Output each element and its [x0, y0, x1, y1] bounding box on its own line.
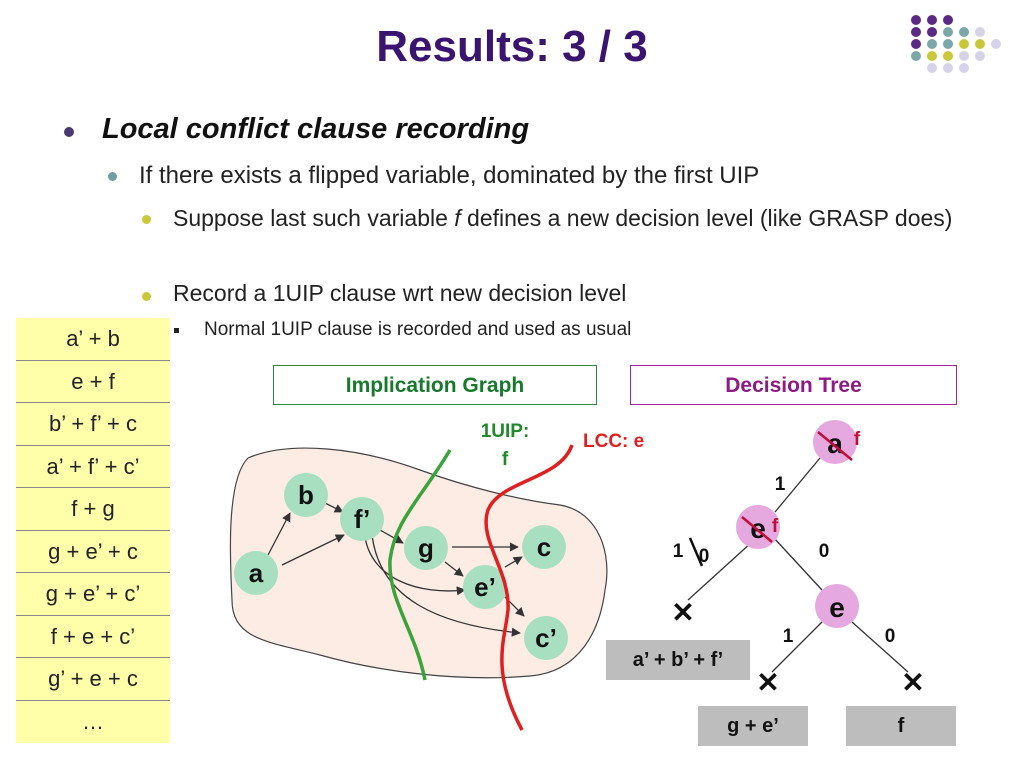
node-c-prime-label: c’ — [535, 623, 557, 653]
variable-f: f — [454, 205, 461, 231]
learned-clause-box: g + e’ — [698, 706, 808, 746]
dt-edge-label: 1 — [783, 626, 794, 647]
clause-row: g + e’ + c — [16, 531, 170, 573]
uip-label-2: f — [502, 449, 509, 470]
node-f-prime-label: f’ — [354, 504, 370, 534]
conflict-x-icon: ✕ — [901, 667, 924, 698]
clause-row: … — [82, 708, 104, 734]
bullet-level3b-text: Record a 1UIP clause wrt new decision le… — [173, 280, 627, 306]
clause-row: f + e + c’ — [16, 616, 170, 658]
dt-edge-label: 0 — [699, 546, 710, 567]
bullet-dot-icon — [108, 172, 117, 181]
node-e-prime-label: e’ — [474, 572, 496, 602]
decision-tree-header: Decision Tree — [630, 365, 957, 405]
node-e-prime — [463, 565, 507, 609]
uip-cut-line — [388, 449, 452, 681]
clause-row: g’ + e + c — [16, 658, 170, 701]
node-a-label: a — [249, 558, 264, 588]
bullet-level1: Local conflict clause recording — [64, 113, 529, 146]
learned-clause-box: f — [846, 706, 956, 746]
node-b — [284, 473, 328, 517]
bullet-dot-icon — [142, 215, 151, 224]
clause-row: a’ + b — [16, 318, 170, 361]
graph-edges — [267, 501, 525, 637]
bullet-dot-icon — [142, 292, 151, 301]
bullet-level3: Suppose last such variable f defines a n… — [142, 203, 962, 234]
conflict-x-icon: ✕ — [756, 667, 779, 698]
dt-root-strike — [817, 431, 853, 461]
dt-edge-label: 0 — [819, 541, 830, 562]
dt-root-flip: f — [854, 429, 861, 450]
bullet-level3-text-b: defines a new decision level (like GRASP… — [460, 205, 953, 231]
dt-level3-label: e — [829, 592, 845, 623]
bullet-level4: Normal 1UIP clause is recorded and used … — [174, 319, 631, 341]
dt-edge-strike — [688, 537, 704, 567]
dt-edge-label: 0 — [885, 626, 896, 647]
clause-database-table: a’ + b e + f b’ + f’ + c a’ + f’ + c’ f … — [16, 318, 170, 743]
bullet-square-icon — [174, 328, 179, 333]
clause-row: g + e’ + c’ — [16, 573, 170, 616]
node-c — [522, 525, 566, 569]
clause-row: f + g — [16, 488, 170, 531]
bullet-level4-text: Normal 1UIP clause is recorded and used … — [204, 319, 632, 340]
node-b-label: b — [298, 480, 314, 510]
node-c-label: c — [537, 532, 551, 562]
dt-root-label: a — [827, 428, 843, 459]
clause-row: b’ + f’ + c — [16, 403, 170, 446]
dt-level2-strike — [741, 516, 773, 543]
bullet-dot-icon — [64, 127, 74, 137]
dt-edge-label: 1 — [775, 474, 786, 495]
bullet-level3-text-a: Suppose last such variable — [173, 205, 455, 231]
dt-edge-label: 1 — [673, 541, 684, 562]
dt-node-level3 — [815, 584, 859, 628]
lcc-cut-line — [484, 444, 574, 731]
clause-row: e + f — [16, 361, 170, 403]
node-g — [404, 526, 448, 570]
conflict-x-icon: ✕ — [671, 597, 694, 628]
bullet-level2: If there exists a flipped variable, domi… — [108, 162, 759, 190]
bullet-level2-text: If there exists a flipped variable, domi… — [139, 162, 760, 189]
bullet-level1-text: Local conflict clause recording — [102, 113, 530, 145]
page-title: Results: 3 / 3 — [376, 22, 648, 71]
node-c-prime — [524, 616, 568, 660]
dt-node-root — [813, 420, 857, 464]
decision-tree-edges — [687, 457, 909, 673]
clause-row: a’ + f’ + c’ — [16, 446, 170, 488]
dt-level2-label: e — [750, 513, 766, 544]
node-f-prime — [340, 497, 384, 541]
dt-level2-flip: f — [772, 516, 779, 537]
graph-nodes — [234, 473, 568, 660]
lcc-label: LCC: e — [583, 431, 644, 452]
implication-graph-header: Implication Graph — [273, 365, 597, 405]
node-g-label: g — [418, 533, 434, 563]
uip-label-1: 1UIP: — [481, 421, 530, 442]
bullet-level3b: Record a 1UIP clause wrt new decision le… — [142, 280, 626, 307]
node-a — [234, 551, 278, 595]
learned-clause-box: a’ + b’ + f’ — [606, 640, 750, 680]
decorative-dots-logo — [911, 15, 1001, 73]
